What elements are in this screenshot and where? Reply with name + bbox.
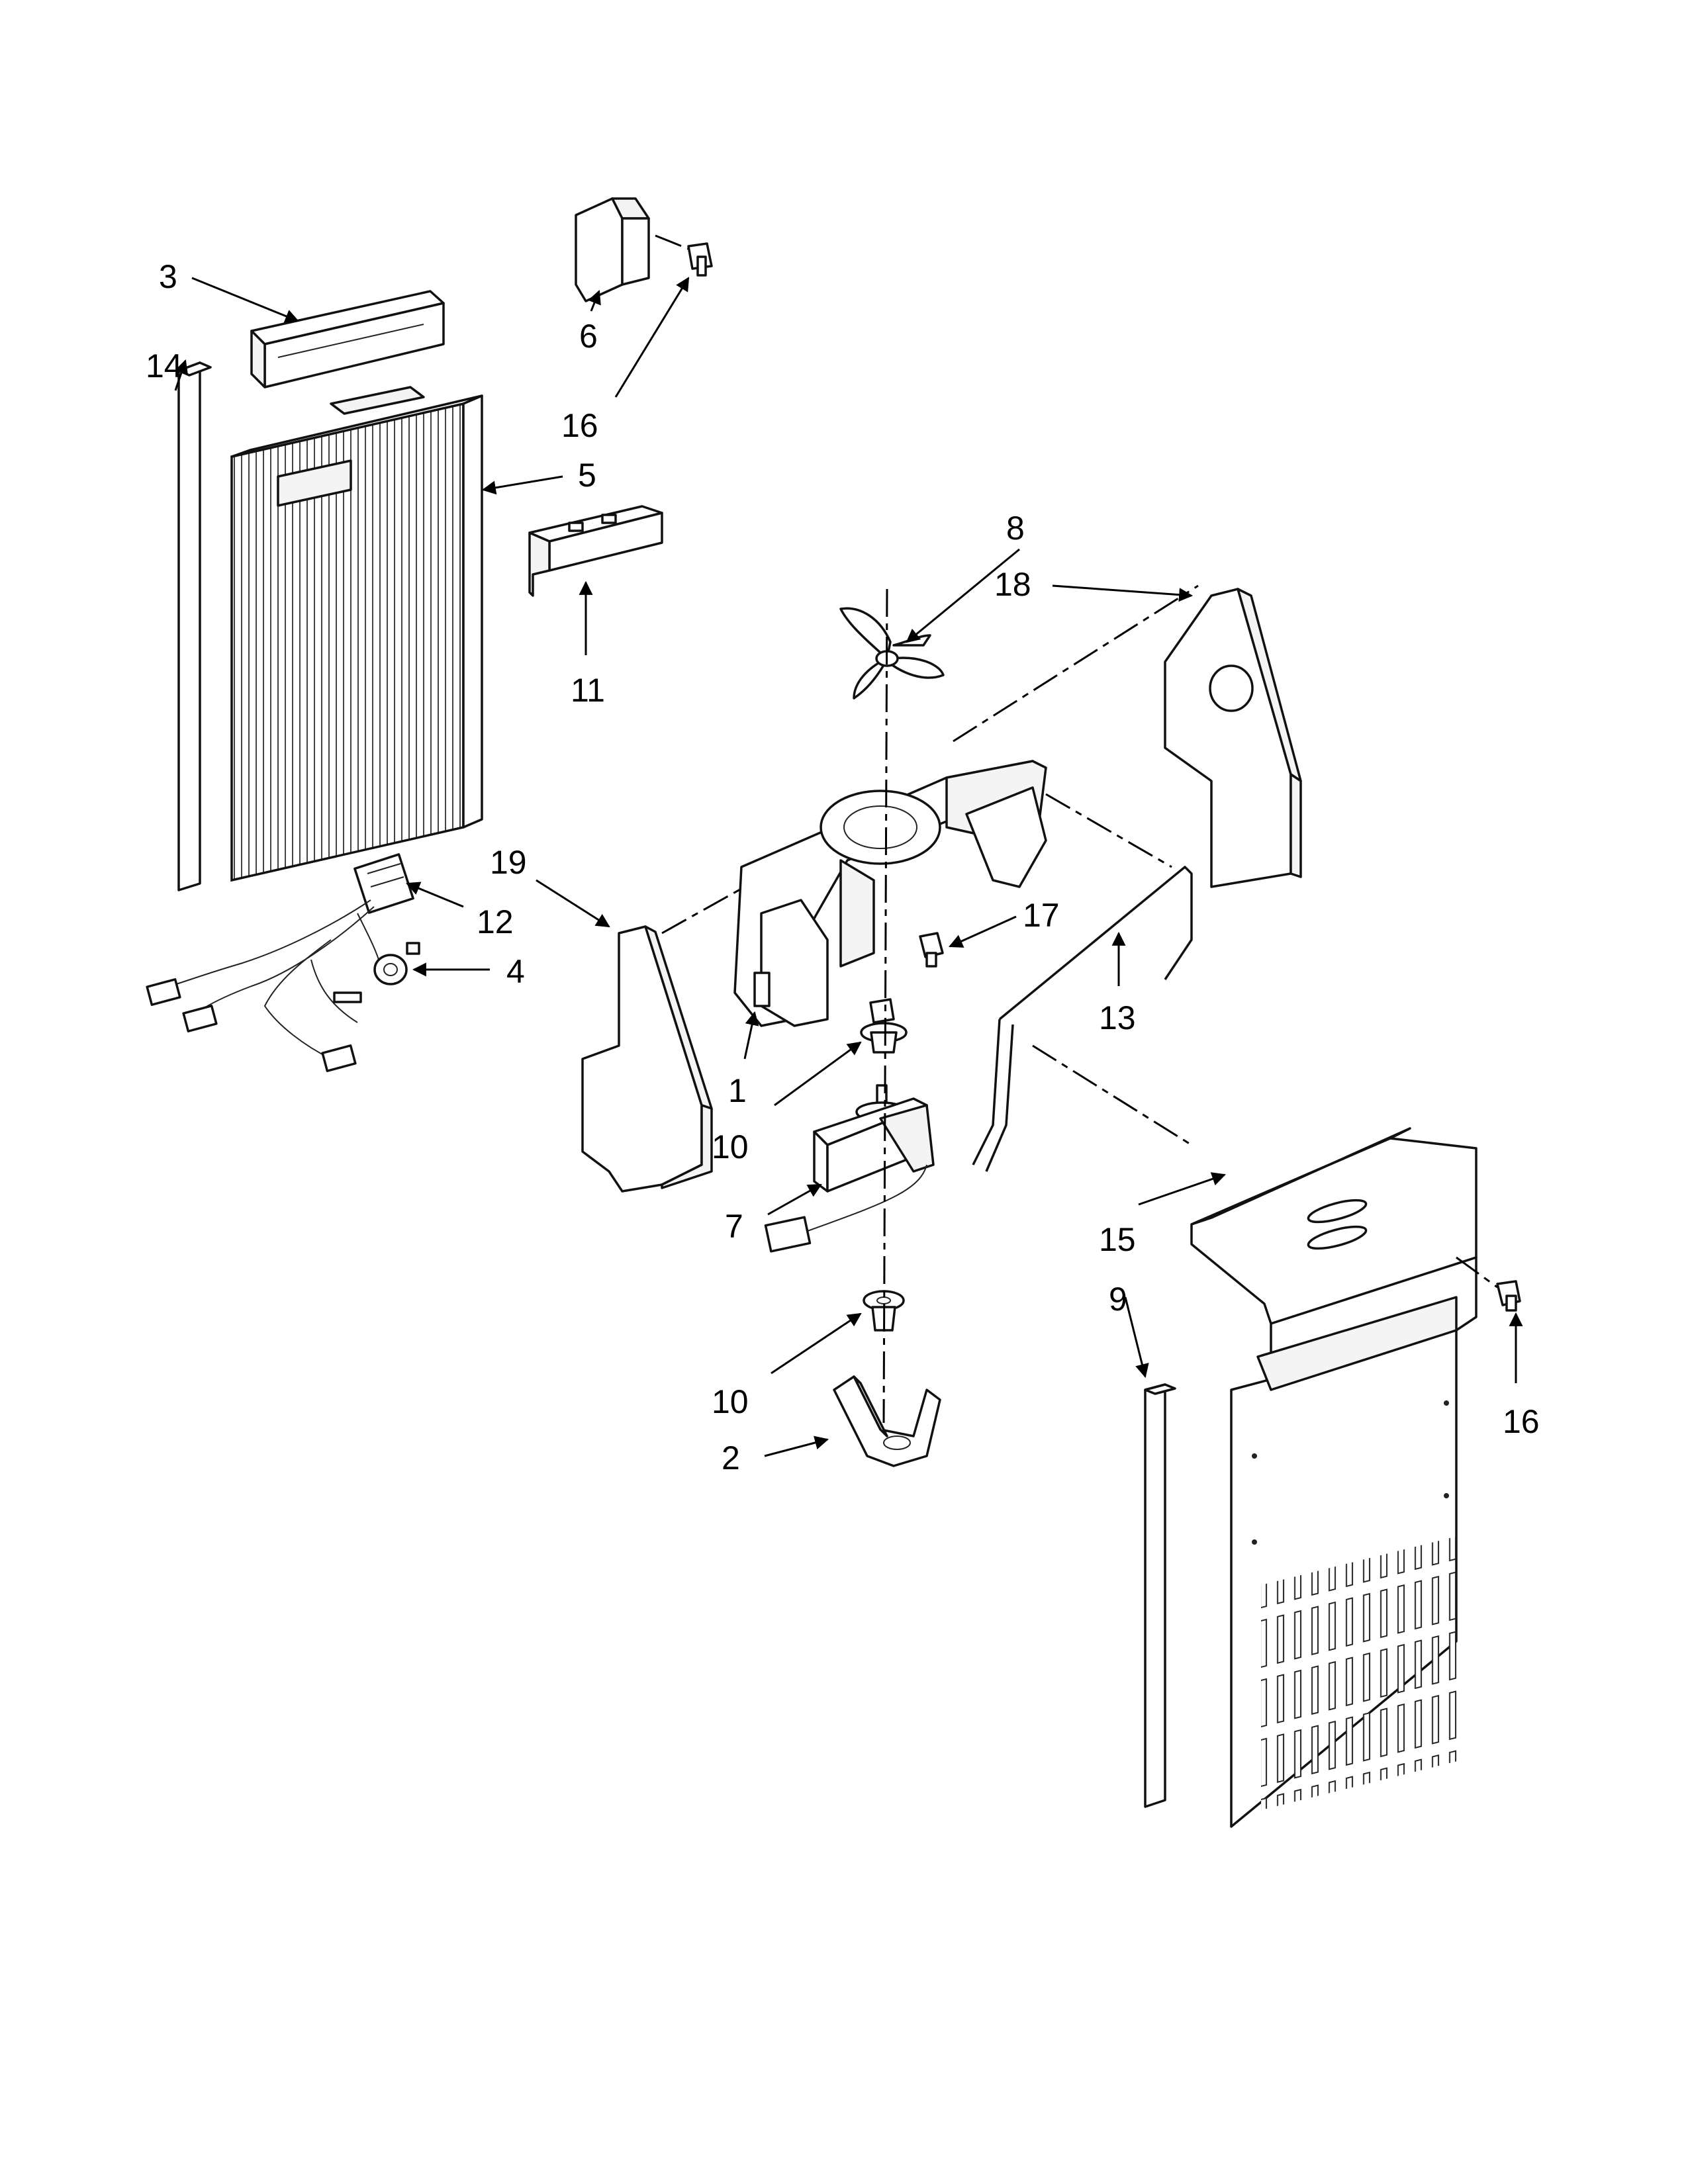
part-13-wire-rack <box>972 866 1193 1172</box>
callout-8: 8 <box>1006 510 1025 547</box>
callout-5: 5 <box>578 457 596 494</box>
part-12-wire-harness <box>146 853 414 1072</box>
callout-19: 19 <box>490 844 527 881</box>
part-4-thermistor <box>357 913 420 985</box>
callout-2: 2 <box>722 1439 740 1477</box>
part-19-left-baffle <box>581 925 713 1193</box>
part-9-gasket-strip <box>1144 1383 1176 1808</box>
part-7-fan-motor <box>764 1084 935 1253</box>
part-3-top-bracket <box>250 290 445 388</box>
callout-18: 18 <box>994 566 1031 603</box>
callout-10-lower: 10 <box>712 1383 749 1420</box>
part-15-rear-panel <box>1190 1127 1477 1828</box>
callout-3: 3 <box>159 258 177 295</box>
part-16-screw-right <box>1496 1280 1521 1312</box>
part-18-right-baffle <box>1164 588 1302 888</box>
callout-14: 14 <box>146 347 183 385</box>
assembly-centerlines <box>661 584 1498 1424</box>
callout-16-right: 16 <box>1503 1403 1540 1440</box>
callout-12: 12 <box>477 903 514 940</box>
part-11-clip-bracket <box>528 505 663 597</box>
callout-6: 6 <box>579 318 598 355</box>
callout-13: 13 <box>1099 999 1136 1036</box>
callout-16-top: 16 <box>561 407 598 444</box>
callout-7: 7 <box>725 1208 743 1245</box>
part-5-evaporator-cover <box>230 386 483 882</box>
callout-4: 4 <box>506 953 525 990</box>
callout-17: 17 <box>1023 897 1060 934</box>
part-2-motor-bracket <box>833 1375 941 1467</box>
part-8-fan-blade <box>839 607 945 700</box>
callout-labels: 3 14 5 6 16 11 8 18 19 12 4 17 13 1 10 7… <box>146 258 1540 1477</box>
part-10-grommet-upper <box>860 998 908 1054</box>
callout-9: 9 <box>1109 1281 1127 1318</box>
part-17-screw <box>919 932 944 968</box>
callout-1: 1 <box>728 1072 747 1109</box>
callout-10-upper: 10 <box>712 1128 749 1165</box>
part-1-fan-housing <box>733 760 1047 1027</box>
callout-15: 15 <box>1099 1221 1136 1258</box>
callout-11: 11 <box>571 672 605 709</box>
part-6-damper-cap <box>575 197 650 302</box>
part-16-screw-top <box>655 234 713 277</box>
part-14-gasket-strip <box>177 361 212 891</box>
leader-lines <box>174 277 1523 1457</box>
